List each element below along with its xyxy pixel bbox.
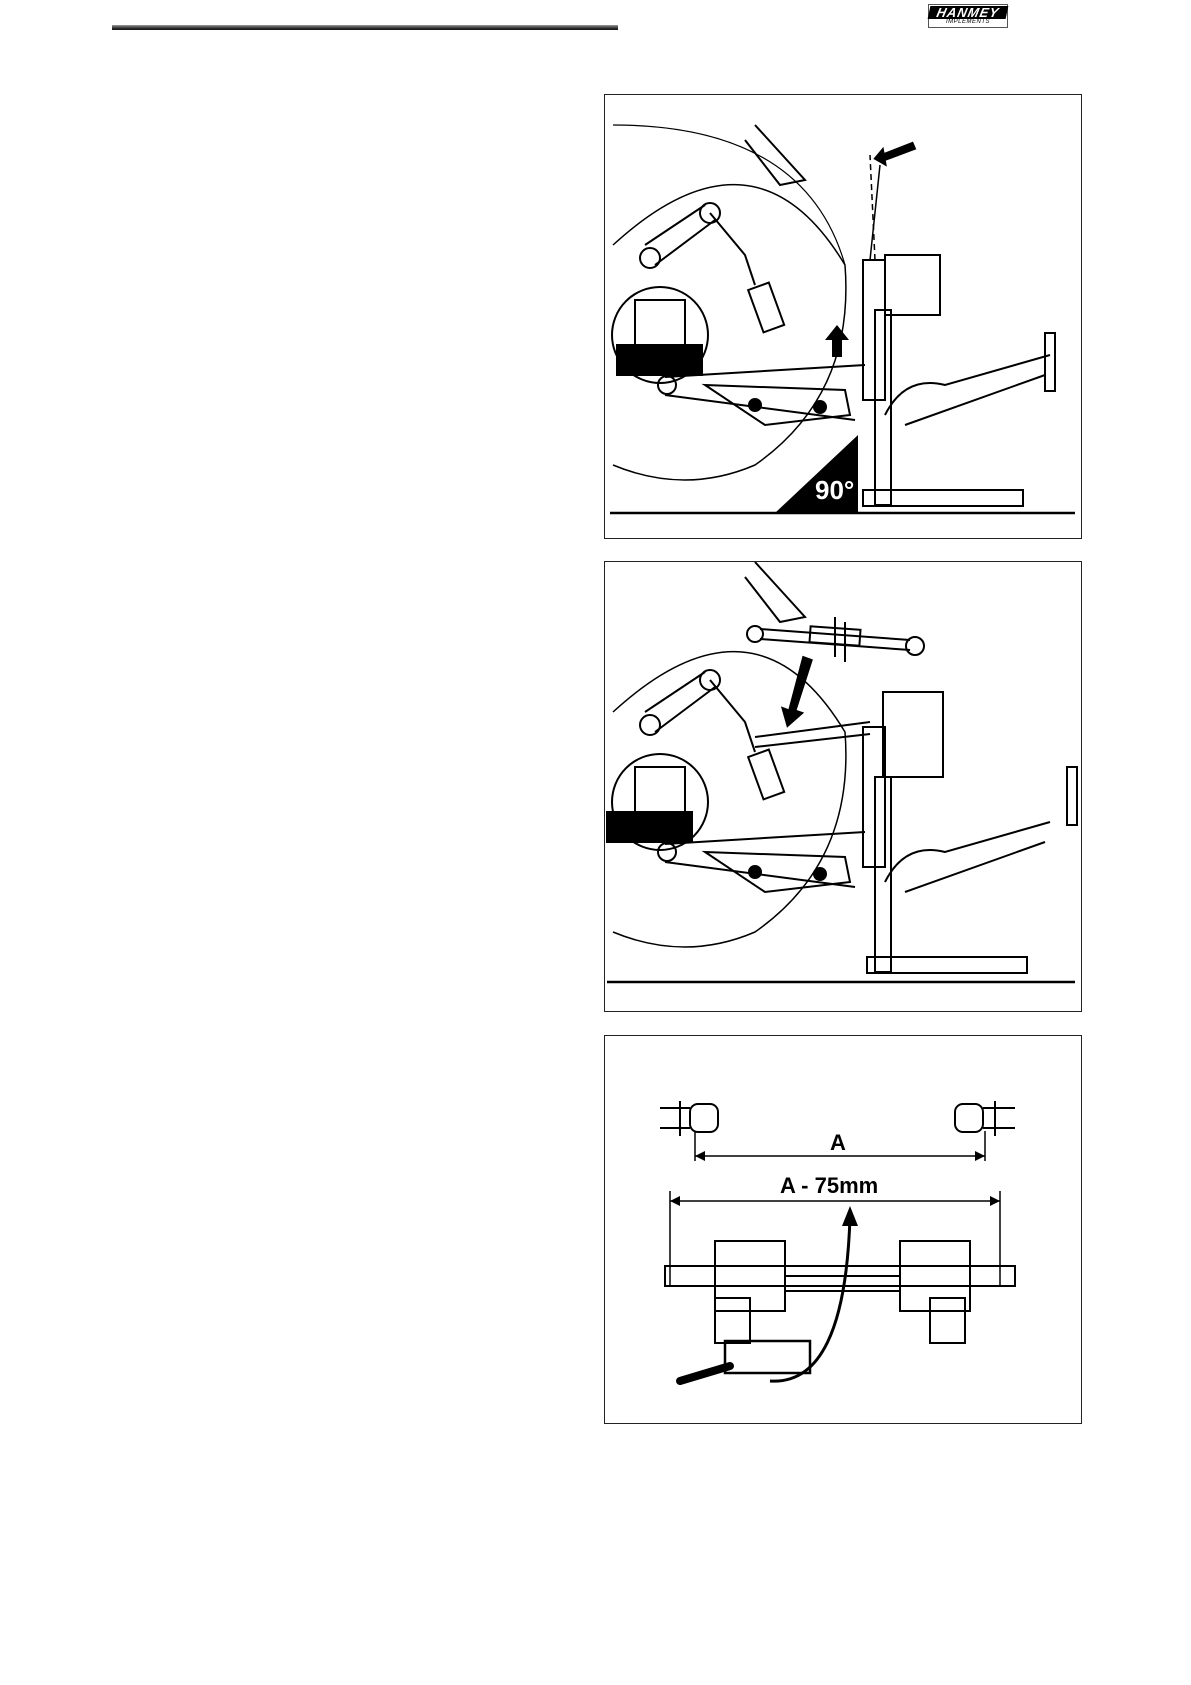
figure1-illustration (605, 95, 1081, 538)
figure-top-link-attachment (604, 561, 1082, 1012)
brand-logo: HANMEY IMPLEMENTS (928, 4, 1008, 28)
angle-label: 90° (815, 475, 854, 506)
logo-subtitle: IMPLEMENTS (929, 19, 1007, 25)
dimension-a-label: A (830, 1130, 846, 1156)
figure2-illustration (605, 562, 1081, 1011)
figure-stand-90-degrees: 90° (604, 94, 1082, 539)
dimension-cut-label: A - 75mm (780, 1173, 878, 1199)
header-rule (112, 25, 618, 30)
figure-pto-shaft-cutting: A A - 75mm (604, 1035, 1082, 1424)
logo-brand-text: HANMEY (928, 6, 1009, 19)
figure3-illustration (605, 1036, 1081, 1423)
